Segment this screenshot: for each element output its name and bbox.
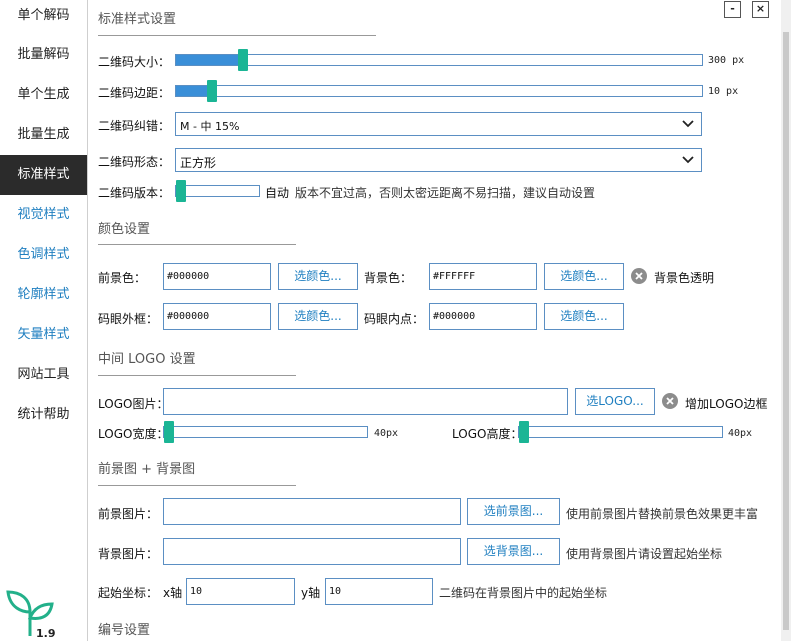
qr-shape-label: 二维码形态：: [98, 155, 171, 169]
bg-image-input[interactable]: [163, 538, 461, 565]
fg-color-input[interactable]: #000000: [163, 263, 271, 290]
section-title-images: 前景图 + 背景图: [98, 462, 196, 477]
y-coordinate-input[interactable]: 10: [325, 578, 433, 605]
logo-height-label: LOGO高度：: [452, 427, 523, 441]
logo-border-toggle-icon[interactable]: [662, 393, 678, 409]
origin-hint: 二维码在背景图片中的起始坐标: [439, 586, 608, 600]
fg-image-input[interactable]: [163, 498, 461, 525]
qr-size-value: 300 px: [708, 55, 745, 66]
sidebar-item-outline-style[interactable]: 轮廓样式: [17, 287, 70, 302]
eye-outer-label: 码眼外框：: [98, 312, 159, 326]
qr-size-slider-thumb[interactable]: [238, 49, 248, 71]
logo-image-input[interactable]: [163, 388, 568, 415]
qr-shape-select[interactable]: 正方形: [175, 148, 702, 172]
qr-size-slider[interactable]: [175, 49, 703, 71]
section-divider: [98, 375, 296, 376]
qr-ec-label: 二维码纠错：: [98, 119, 171, 133]
logo-width-slider-thumb[interactable]: [164, 421, 174, 443]
bg-color-label: 背景色：: [364, 271, 413, 285]
qr-margin-slider[interactable]: [175, 80, 703, 102]
x-coordinate-input[interactable]: 10: [186, 578, 295, 605]
qr-ec-selected-value: M - 中 15%: [180, 120, 240, 133]
sidebar-item-web-tools[interactable]: 网站工具: [17, 367, 70, 382]
origin-label: 起始坐标：: [98, 586, 159, 600]
logo-height-slider[interactable]: [518, 421, 723, 443]
section-title-logo: 中间 LOGO 设置: [98, 352, 196, 367]
sidebar-item-tone-style[interactable]: 色调样式: [17, 247, 70, 262]
eye-inner-input[interactable]: #000000: [429, 303, 537, 330]
bg-color-pick-button[interactable]: 选颜色...: [544, 263, 624, 290]
qr-shape-selected-value: 正方形: [180, 156, 217, 170]
logo-border-label: 增加LOGO边框: [685, 397, 768, 411]
qr-version-value: 自动: [265, 186, 290, 200]
sprout-logo-icon: [6, 590, 54, 636]
sidebar-item-visual-style[interactable]: 视觉样式: [17, 207, 70, 222]
scrollbar-thumb[interactable]: [783, 32, 789, 630]
x-axis-label: x轴: [163, 586, 183, 600]
logo-width-value: 40px: [374, 428, 399, 439]
bg-image-select-button[interactable]: 选背景图...: [467, 538, 560, 565]
main-panel: 标准样式设置 二维码大小： 300 px 二维码边距： 10 px 二维码纠错：…: [88, 0, 778, 641]
section-title-color: 颜色设置: [98, 222, 151, 237]
eye-inner-pick-button[interactable]: 选颜色...: [544, 303, 624, 330]
fg-image-label: 前景图片：: [98, 507, 159, 521]
version-label: 1.9: [36, 627, 56, 640]
chevron-down-icon: [682, 120, 694, 128]
sidebar-item-stats-help[interactable]: 统计帮助: [17, 407, 70, 422]
logo-image-label: LOGO图片：: [98, 397, 169, 411]
bg-image-label: 背景图片：: [98, 547, 159, 561]
section-divider: [98, 244, 296, 245]
chevron-down-icon: [682, 156, 694, 164]
qr-ec-select[interactable]: M - 中 15%: [175, 112, 702, 136]
logo-width-slider[interactable]: [163, 421, 368, 443]
bg-transparent-toggle-icon[interactable]: [631, 268, 647, 284]
eye-outer-input[interactable]: #000000: [163, 303, 271, 330]
section-title-numbering: 编号设置: [98, 623, 151, 638]
qr-version-slider[interactable]: [175, 180, 260, 202]
section-title-standard: 标准样式设置: [98, 12, 177, 27]
fg-image-select-button[interactable]: 选前景图...: [467, 498, 560, 525]
minimize-button[interactable]: -: [724, 1, 741, 18]
qr-version-label: 二维码版本：: [98, 186, 171, 200]
vertical-scrollbar[interactable]: [781, 0, 791, 641]
qr-margin-value: 10 px: [708, 86, 739, 97]
sidebar-item-single-generate[interactable]: 单个生成: [17, 87, 70, 102]
qr-margin-slider-thumb[interactable]: [207, 80, 217, 102]
fg-color-label: 前景色：: [98, 271, 147, 285]
qr-margin-label: 二维码边距：: [98, 86, 171, 100]
logo-height-value: 40px: [728, 428, 753, 439]
sidebar-item-standard-style[interactable]: 标准样式: [0, 155, 87, 195]
eye-outer-pick-button[interactable]: 选颜色...: [278, 303, 358, 330]
section-divider: [98, 485, 296, 486]
sidebar-item-single-decode[interactable]: 单个解码: [17, 8, 70, 23]
eye-inner-label: 码眼内点：: [364, 312, 425, 326]
logo-height-slider-thumb[interactable]: [519, 421, 529, 443]
logo-select-button[interactable]: 选LOGO...: [575, 388, 655, 415]
bg-image-hint: 使用背景图片请设置起始坐标: [566, 547, 723, 561]
sidebar-item-batch-decode[interactable]: 批量解码: [17, 47, 70, 62]
bg-transparent-label: 背景色透明: [654, 271, 715, 285]
qr-version-slider-thumb[interactable]: [176, 180, 186, 202]
qr-size-label: 二维码大小：: [98, 55, 171, 69]
bg-color-input[interactable]: #FFFFFF: [429, 263, 537, 290]
logo-width-label: LOGO宽度：: [98, 427, 169, 441]
sidebar: 单个解码 批量解码 单个生成 批量生成 标准样式 视觉样式 色调样式 轮廓样式 …: [0, 0, 88, 641]
fg-image-hint: 使用前景图片替换前景色效果更丰富: [566, 507, 759, 521]
fg-color-pick-button[interactable]: 选颜色...: [278, 263, 358, 290]
qr-version-hint: 版本不宜过高，否则太密远距离不易扫描，建议自动设置: [295, 186, 596, 200]
sidebar-item-vector-style[interactable]: 矢量样式: [17, 327, 70, 342]
section-divider: [98, 35, 376, 36]
close-button[interactable]: ×: [752, 1, 769, 18]
sidebar-item-batch-generate[interactable]: 批量生成: [17, 127, 70, 142]
y-axis-label: y轴: [301, 586, 321, 600]
